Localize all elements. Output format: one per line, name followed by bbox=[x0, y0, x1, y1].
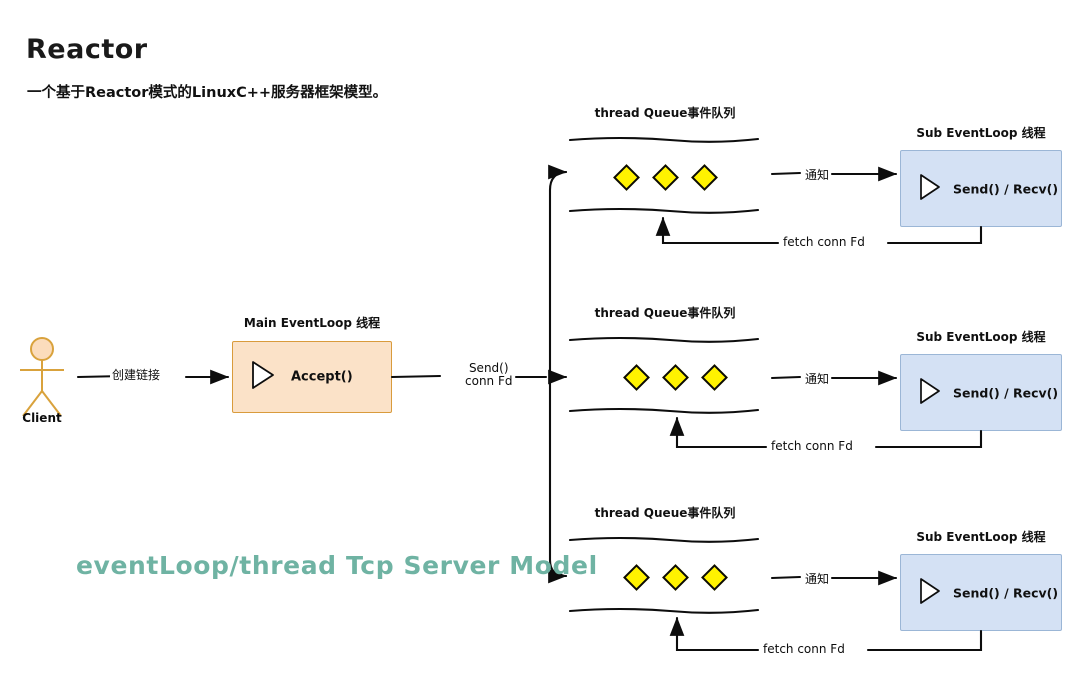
stick-figure-actor-icon bbox=[14, 336, 70, 426]
event-diamond bbox=[701, 364, 728, 391]
play-triangle-icon bbox=[919, 173, 941, 205]
model-title: eventLoop/thread Tcp Server Model bbox=[76, 551, 598, 580]
page-title: Reactor bbox=[26, 34, 148, 65]
main-eventloop-label: Accept() bbox=[291, 369, 353, 385]
edge-label-send-conn-fd: Send() conn Fd bbox=[463, 361, 515, 389]
event-diamond bbox=[662, 564, 689, 591]
queue-caption-3: thread Queue事件队列 bbox=[594, 506, 736, 520]
page-subtitle: 一个基于Reactor模式的LinuxC++服务器框架模型。 bbox=[27, 85, 388, 101]
queue-caption-1: thread Queue事件队列 bbox=[594, 106, 736, 120]
play-triangle-icon bbox=[251, 360, 275, 394]
sub-eventloop-box-1[interactable]: Send() / Recv() bbox=[900, 150, 1062, 227]
edge-label-fetch-conn-fd-1: fetch conn Fd bbox=[781, 235, 867, 249]
main-eventloop-caption: Main EventLoop 线程 bbox=[243, 316, 381, 330]
client-label: Client bbox=[22, 411, 62, 425]
send-conn-fd-line2: conn Fd bbox=[465, 374, 513, 389]
sub-eventloop-caption-3: Sub EventLoop 线程 bbox=[916, 530, 1046, 544]
edge-label-create-connection: 创建链接 bbox=[110, 366, 163, 383]
edge-label-fetch-conn-fd-3: fetch conn Fd bbox=[761, 642, 847, 656]
sub-eventloop-label-2: Send() / Recv() bbox=[953, 385, 1059, 400]
event-diamond bbox=[613, 164, 640, 191]
sub-eventloop-caption-1: Sub EventLoop 线程 bbox=[916, 126, 1046, 140]
main-eventloop-box[interactable]: Accept() bbox=[232, 341, 392, 413]
event-diamond bbox=[691, 164, 718, 191]
sub-eventloop-box-2[interactable]: Send() / Recv() bbox=[900, 354, 1062, 431]
edge-label-fetch-conn-fd-2: fetch conn Fd bbox=[769, 439, 855, 453]
edge-label-notify-2: 通知 bbox=[803, 370, 832, 387]
sub-eventloop-label-1: Send() / Recv() bbox=[953, 181, 1059, 196]
edge-label-notify-3: 通知 bbox=[803, 570, 832, 587]
event-diamond bbox=[623, 564, 650, 591]
queue-caption-2: thread Queue事件队列 bbox=[594, 306, 736, 320]
send-conn-fd-line1: Send() bbox=[468, 361, 509, 375]
edge-label-notify-1: 通知 bbox=[803, 166, 832, 183]
play-triangle-icon bbox=[919, 377, 941, 409]
sub-eventloop-box-3[interactable]: Send() / Recv() bbox=[900, 554, 1062, 631]
event-diamond bbox=[623, 364, 650, 391]
sub-eventloop-label-3: Send() / Recv() bbox=[953, 585, 1059, 600]
play-triangle-icon bbox=[919, 577, 941, 609]
event-diamond bbox=[652, 164, 679, 191]
sub-eventloop-caption-2: Sub EventLoop 线程 bbox=[916, 330, 1046, 344]
event-diamond bbox=[662, 364, 689, 391]
event-diamond bbox=[701, 564, 728, 591]
